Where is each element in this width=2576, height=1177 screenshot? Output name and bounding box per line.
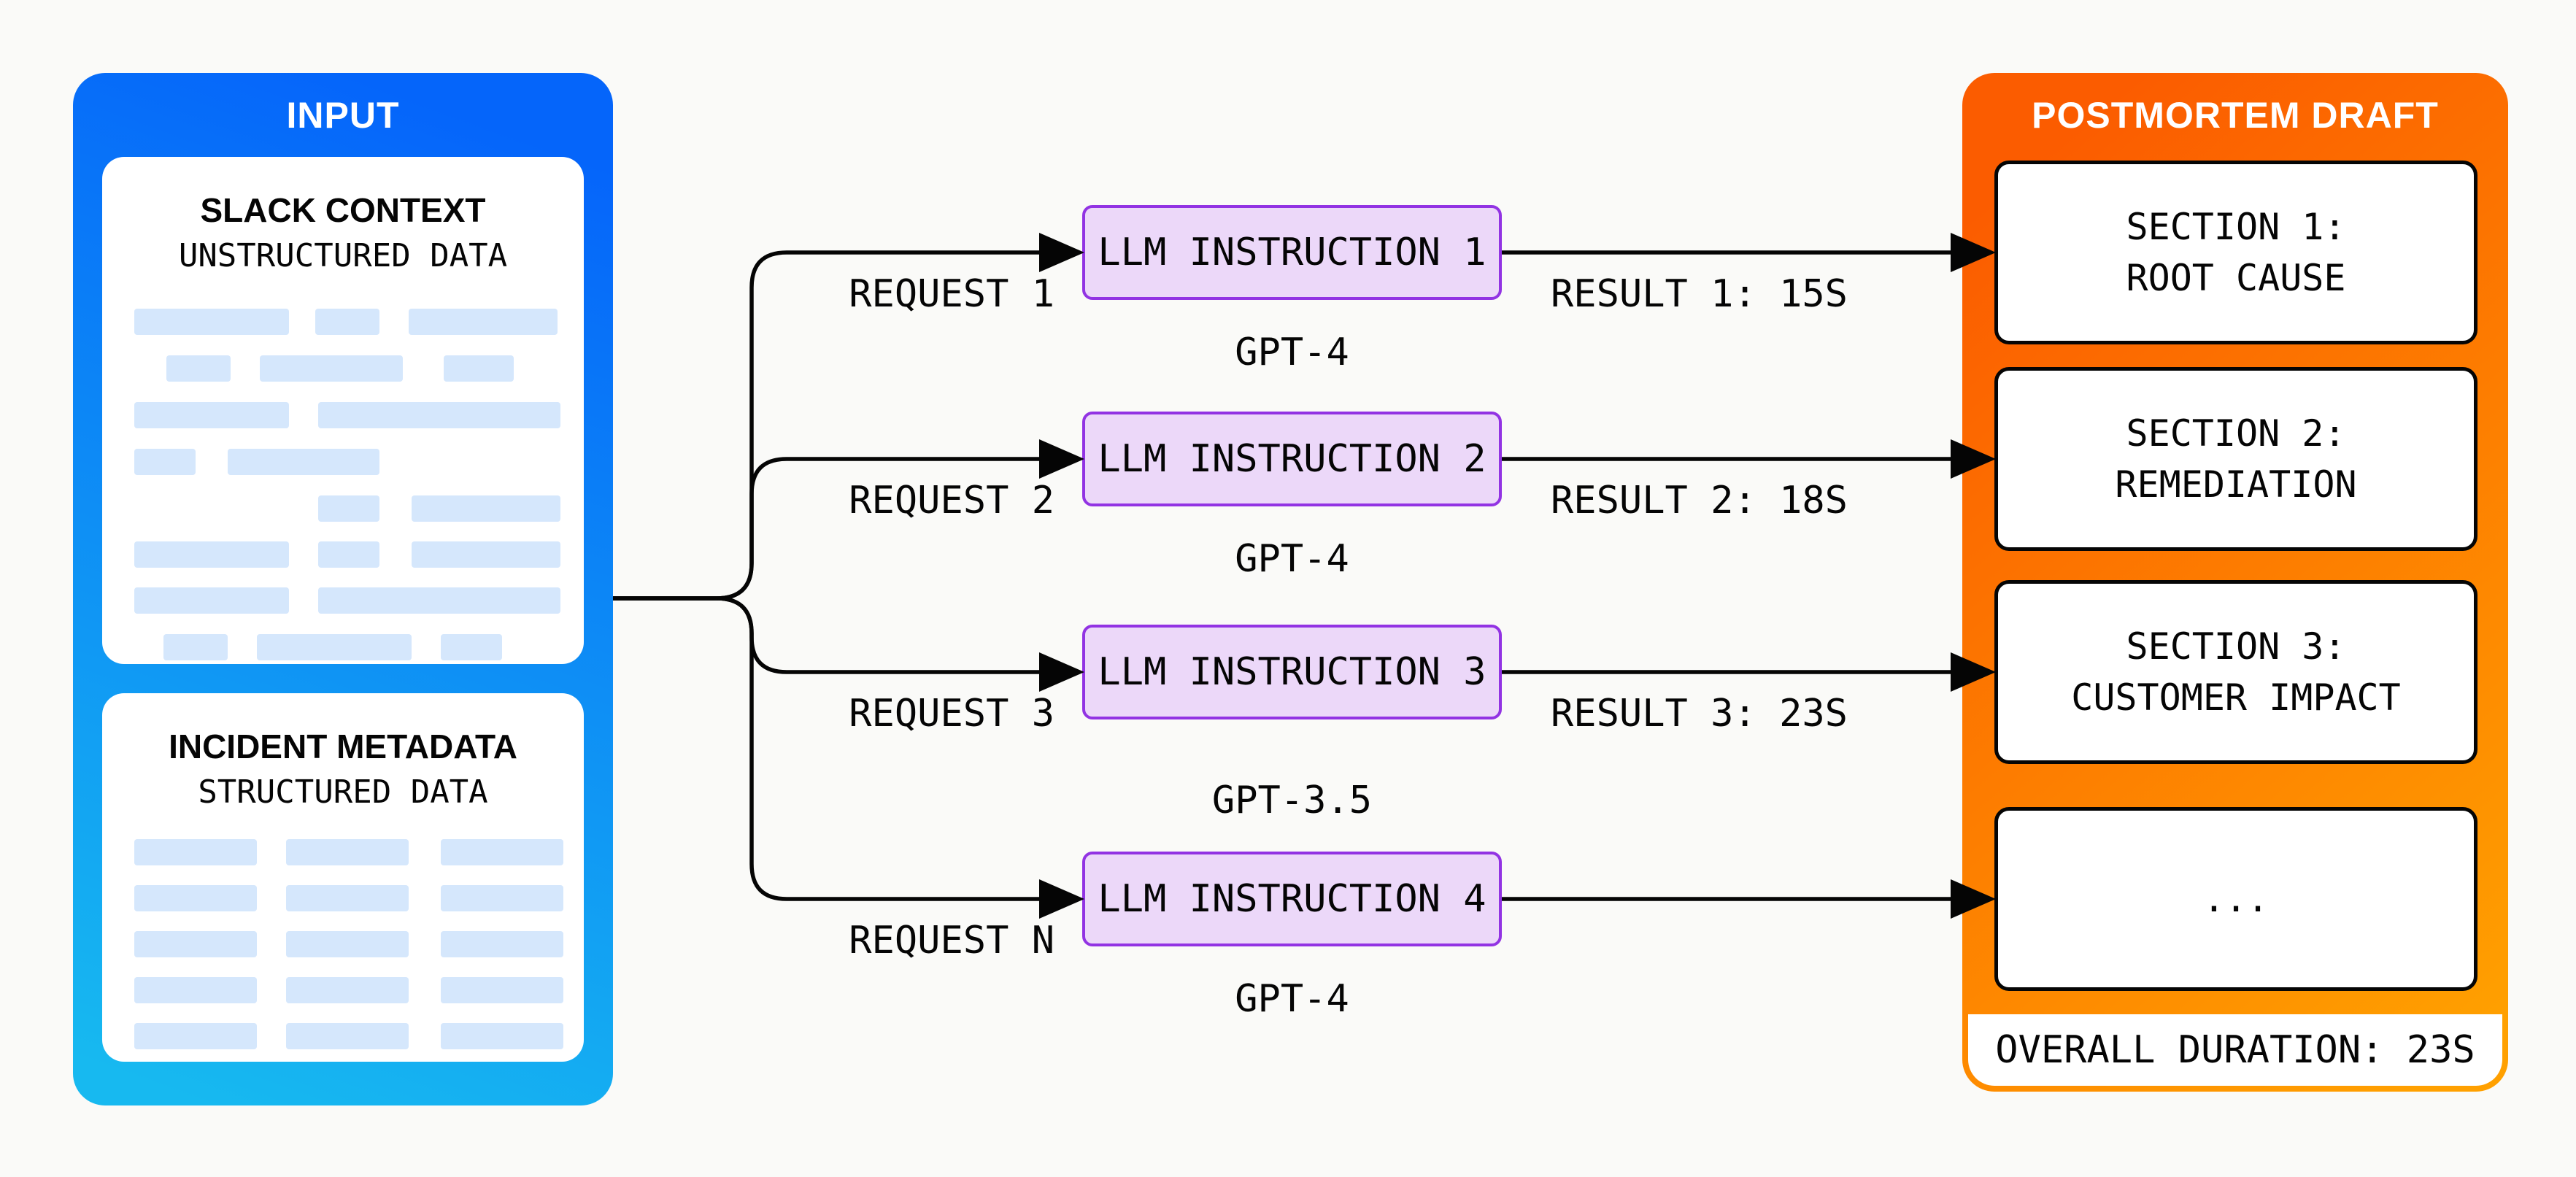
model-label-4: GPT-4	[1235, 977, 1349, 1021]
skeleton-bar	[286, 885, 409, 911]
overall-duration-bar: OVERALL DURATION: 23S	[1968, 1014, 2502, 1086]
request-label-n: REQUEST N	[849, 919, 1054, 962]
section-card-3: SECTION 3: CUSTOMER IMPACT	[1994, 580, 2477, 764]
arrowhead-request-n	[1039, 879, 1084, 919]
skeleton-bar	[286, 931, 409, 957]
skeleton-bar	[134, 931, 257, 957]
result-label-2: RESULT 2: 18S	[1551, 479, 1848, 522]
connector-request-n	[613, 596, 1041, 901]
skeleton-bar	[228, 449, 379, 475]
request-label-2: REQUEST 2	[849, 479, 1054, 522]
skeleton-bar	[444, 355, 514, 382]
skeleton-bar	[134, 587, 289, 614]
arrowhead-request-2	[1039, 439, 1084, 479]
arrowhead-request-3	[1039, 652, 1084, 692]
llm-instruction-label: LLM INSTRUCTION 4	[1098, 877, 1486, 921]
llm-instruction-label: LLM INSTRUCTION 2	[1098, 437, 1486, 481]
arrowhead-request-1	[1039, 233, 1084, 272]
section-line: ROOT CAUSE	[2126, 257, 2346, 299]
skeleton-bar	[441, 931, 563, 957]
section-line: CUSTOMER IMPACT	[2071, 676, 2401, 719]
section-card-1: SECTION 1: ROOT CAUSE	[1994, 161, 2477, 344]
llm-instruction-box-1: LLM INSTRUCTION 1	[1082, 205, 1502, 300]
llm-instruction-label: LLM INSTRUCTION 3	[1098, 650, 1486, 694]
section-line: SECTION 3:	[2126, 625, 2346, 668]
skeleton-bar	[441, 839, 563, 865]
skeleton-bar	[318, 402, 560, 428]
skeleton-bar	[134, 402, 289, 428]
result-label-3: RESULT 3: 23S	[1551, 692, 1848, 736]
section-card-ellipsis: ...	[1994, 807, 2477, 991]
model-label-1: GPT-4	[1235, 331, 1349, 374]
skeleton-bar	[134, 977, 257, 1003]
incident-metadata-card: INCIDENT METADATA STRUCTURED DATA	[102, 693, 584, 1062]
overall-duration-text: OVERALL DURATION: 23S	[1995, 1028, 2475, 1072]
skeleton-bar	[318, 495, 379, 522]
request-label-1: REQUEST 1	[849, 272, 1054, 316]
model-label-3: GPT-3.5	[1211, 779, 1373, 822]
skeleton-bar	[134, 1023, 257, 1049]
skeleton-bar	[409, 309, 558, 335]
connector-request-3	[613, 596, 1041, 674]
skeleton-bar	[286, 1023, 409, 1049]
skeleton-bar	[412, 495, 560, 522]
input-panel-title: INPUT	[286, 95, 400, 136]
section-card-2: SECTION 2: REMEDIATION	[1994, 367, 2477, 551]
llm-instruction-box-4: LLM INSTRUCTION 4	[1082, 852, 1502, 946]
request-label-3: REQUEST 3	[849, 692, 1054, 736]
skeleton-bar	[441, 1023, 563, 1049]
slack-context-card: SLACK CONTEXT UNSTRUCTURED DATA	[102, 157, 584, 664]
skeleton-bar	[286, 839, 409, 865]
section-line: ...	[2202, 878, 2270, 920]
skeleton-bar	[441, 634, 502, 660]
llm-instruction-label: LLM INSTRUCTION 1	[1098, 231, 1486, 274]
skeleton-bar	[134, 541, 289, 568]
incident-metadata-title: INCIDENT METADATA	[169, 728, 517, 765]
postmortem-panel-title: POSTMORTEM DRAFT	[2032, 95, 2439, 136]
llm-instruction-box-3: LLM INSTRUCTION 3	[1082, 625, 1502, 719]
skeleton-bar	[441, 977, 563, 1003]
llm-instruction-box-2: LLM INSTRUCTION 2	[1082, 412, 1502, 506]
incident-metadata-subtitle: STRUCTURED DATA	[198, 773, 488, 811]
skeleton-bar	[412, 541, 560, 568]
section-line: SECTION 1:	[2126, 206, 2346, 248]
result-label-1: RESULT 1: 15S	[1551, 272, 1848, 316]
skeleton-bar	[134, 839, 257, 865]
skeleton-bar	[441, 885, 563, 911]
slack-context-subtitle: UNSTRUCTURED DATA	[178, 237, 508, 274]
section-line: SECTION 2:	[2126, 412, 2346, 455]
slack-context-title: SLACK CONTEXT	[200, 191, 486, 229]
skeleton-bar	[166, 355, 231, 382]
skeleton-bar	[260, 355, 403, 382]
skeleton-bar	[134, 309, 289, 335]
skeleton-bar	[134, 885, 257, 911]
skeleton-bar	[315, 309, 379, 335]
skeleton-bar	[134, 449, 196, 475]
skeleton-bar	[257, 634, 412, 660]
model-label-2: GPT-4	[1235, 537, 1349, 581]
skeleton-bar	[318, 541, 379, 568]
section-line: REMEDIATION	[2115, 463, 2357, 506]
skeleton-bar	[286, 977, 409, 1003]
skeleton-bar	[318, 587, 560, 614]
skeleton-bar	[163, 634, 228, 660]
